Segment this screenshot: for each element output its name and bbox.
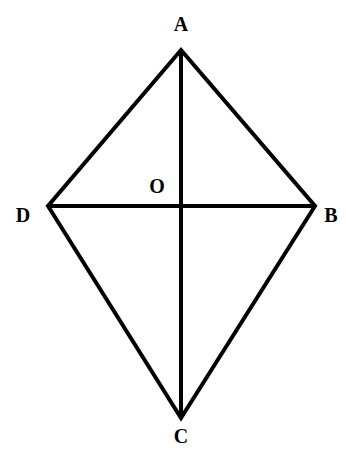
vertex-label: D (16, 205, 30, 225)
diagonal-ac (179, 50, 183, 418)
vertex-label: C (174, 426, 188, 446)
vertex-label: B (324, 205, 337, 225)
diagonal-db (48, 204, 315, 208)
rhombus-outline (48, 50, 315, 418)
vertex-label: O (149, 176, 165, 196)
vertex-label: A (174, 14, 188, 34)
